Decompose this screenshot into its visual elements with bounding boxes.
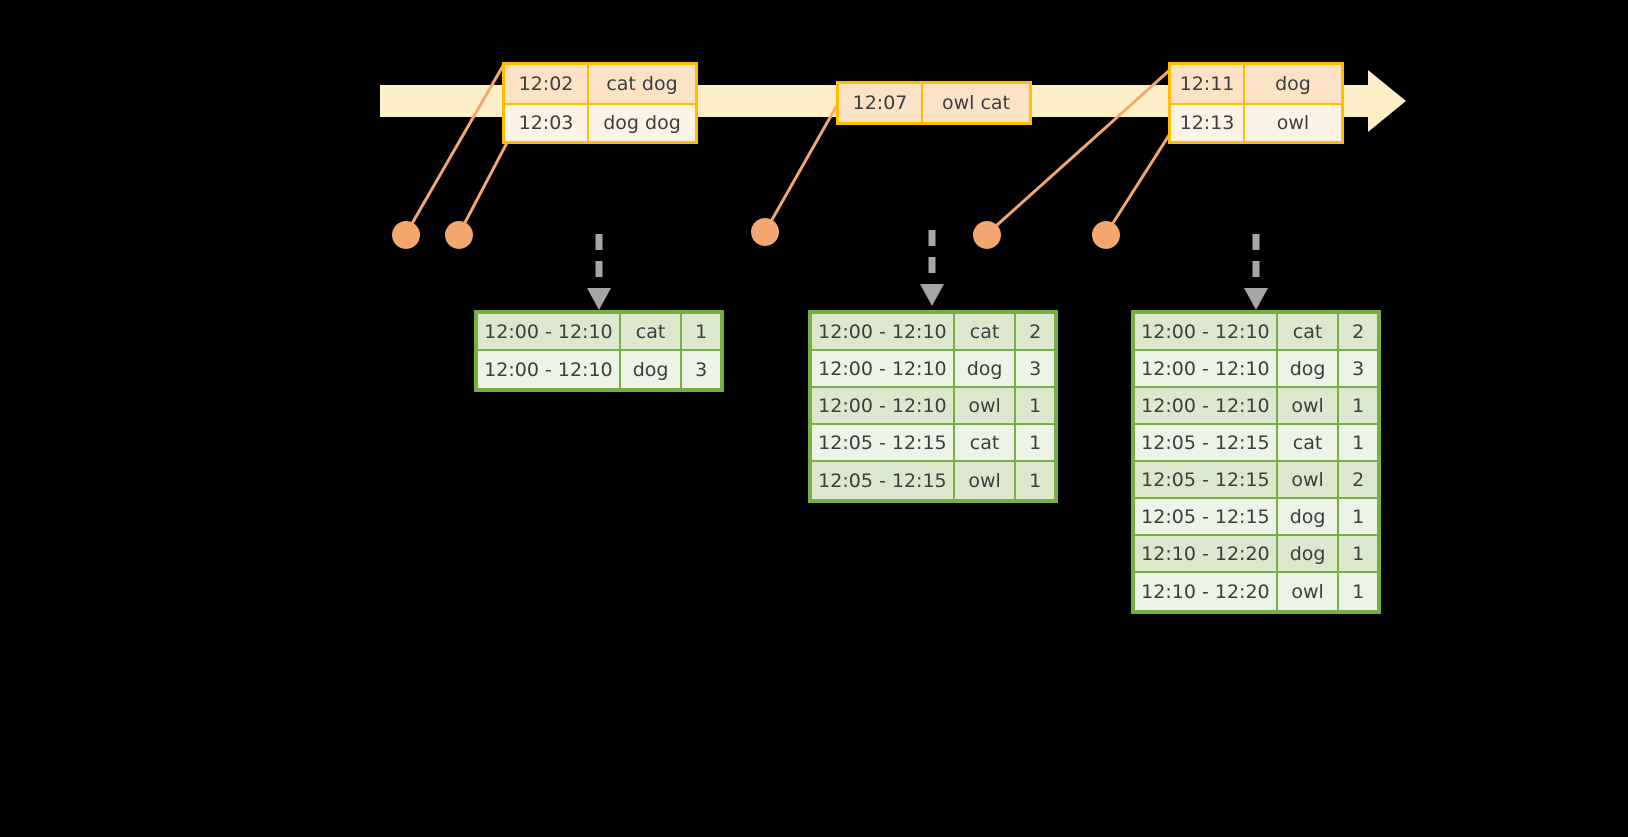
result-count: 3 <box>1339 351 1377 386</box>
result-key: dog <box>1277 499 1340 534</box>
event-row: 12:13 owl <box>1171 103 1341 141</box>
connector-dot-5 <box>1092 221 1120 249</box>
dashed-arrow-head-icon-3 <box>1244 288 1268 310</box>
result-count: 3 <box>682 351 720 388</box>
event-words: cat dog <box>606 73 678 95</box>
result-window: 12:05 - 12:15 <box>1135 499 1278 534</box>
event-row: 12:07 owl cat <box>839 84 1029 122</box>
result-key: cat <box>620 314 683 349</box>
connector-dot-3 <box>751 218 779 246</box>
result-window: 12:00 - 12:10 <box>1135 351 1278 386</box>
result-key: owl <box>1277 462 1340 497</box>
result-count: 1 <box>1339 499 1377 534</box>
event-words: dog <box>1275 73 1311 95</box>
result-window: 12:00 - 12:10 <box>478 314 621 349</box>
result-key: owl <box>1277 388 1340 423</box>
connector-dot-4 <box>973 221 1001 249</box>
result-key: owl <box>954 462 1017 499</box>
result-window: 12:05 - 12:15 <box>1135 462 1278 497</box>
result-count: 2 <box>1339 462 1377 497</box>
result-count: 1 <box>1016 388 1054 423</box>
event-words: owl cat <box>941 92 1011 114</box>
result-window: 12:00 - 12:10 <box>1135 388 1278 423</box>
result-key: cat <box>954 314 1017 349</box>
result-key: dog <box>954 351 1017 386</box>
event-time: 12:07 <box>839 84 923 122</box>
dashed-arrow-head-icon-1 <box>587 288 611 310</box>
result-window: 12:00 - 12:10 <box>812 314 955 349</box>
event-box-3[interactable]: 12:11 dog 12:13 owl <box>1168 62 1344 144</box>
result-window: 12:00 - 12:10 <box>812 388 955 423</box>
event-time: 12:03 <box>505 105 589 141</box>
result-count: 1 <box>1339 536 1377 571</box>
result-key: dog <box>1277 536 1340 571</box>
event-row: 12:02 cat dog <box>505 65 695 103</box>
result-key: owl <box>954 388 1017 423</box>
result-count: 1 <box>1016 462 1054 499</box>
connector-line-3 <box>763 99 842 233</box>
result-key: cat <box>1277 314 1340 349</box>
event-time: 12:02 <box>505 65 589 103</box>
result-count: 1 <box>682 314 720 349</box>
result-count: 1 <box>1339 388 1377 423</box>
result-window: 12:10 - 12:20 <box>1135 573 1278 610</box>
result-key: dog <box>1277 351 1340 386</box>
result-count: 2 <box>1016 314 1054 349</box>
result-window: 12:05 - 12:15 <box>812 462 955 499</box>
result-window: 12:00 - 12:10 <box>478 351 621 388</box>
event-words: dog dog <box>603 112 681 134</box>
event-box-1[interactable]: 12:02 cat dog 12:03 dog dog <box>502 62 698 144</box>
result-window: 12:10 - 12:20 <box>1135 536 1278 571</box>
event-box-2[interactable]: 12:07 owl cat <box>836 81 1032 125</box>
result-count: 3 <box>1016 351 1054 386</box>
event-words: owl <box>1276 112 1310 134</box>
connector-dot-2 <box>445 221 473 249</box>
result-key: dog <box>620 351 683 388</box>
event-time: 12:11 <box>1171 65 1245 103</box>
result-window: 12:00 - 12:10 <box>1135 314 1278 349</box>
result-key: cat <box>1277 425 1340 460</box>
result-count: 2 <box>1339 314 1377 349</box>
result-window: 12:05 - 12:15 <box>812 425 955 460</box>
result-key: cat <box>954 425 1017 460</box>
connector-dot-1 <box>392 221 420 249</box>
result-window: 12:05 - 12:15 <box>1135 425 1278 460</box>
event-row: 12:03 dog dog <box>505 103 695 141</box>
timeline-arrowhead-icon <box>1368 70 1406 132</box>
dashed-arrow-head-icon-2 <box>920 284 944 306</box>
event-time: 12:13 <box>1171 105 1245 141</box>
result-count: 1 <box>1339 425 1377 460</box>
result-count: 1 <box>1339 573 1377 610</box>
event-row: 12:11 dog <box>1171 65 1341 103</box>
result-key: owl <box>1277 573 1340 610</box>
result-count: 1 <box>1016 425 1054 460</box>
result-window: 12:00 - 12:10 <box>812 351 955 386</box>
